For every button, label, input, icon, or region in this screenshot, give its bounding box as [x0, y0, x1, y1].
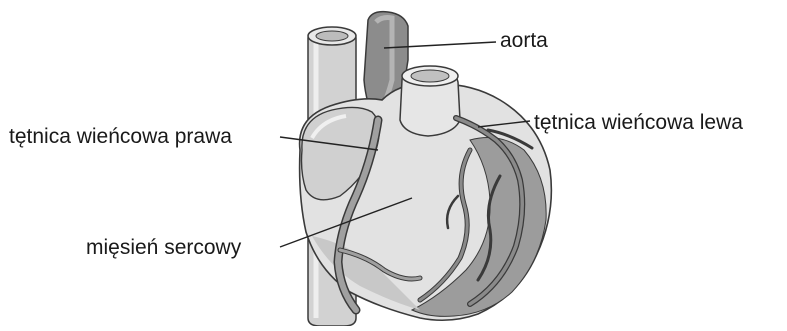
label-right-coronary-artery: tętnica wieńcowa prawa — [9, 126, 232, 147]
aorta-arch — [400, 66, 460, 136]
label-aorta: aorta — [500, 30, 548, 51]
label-left-coronary-artery: tętnica wieńcowa lewa — [534, 112, 743, 133]
label-heart-muscle: mięsień sercowy — [86, 237, 241, 258]
